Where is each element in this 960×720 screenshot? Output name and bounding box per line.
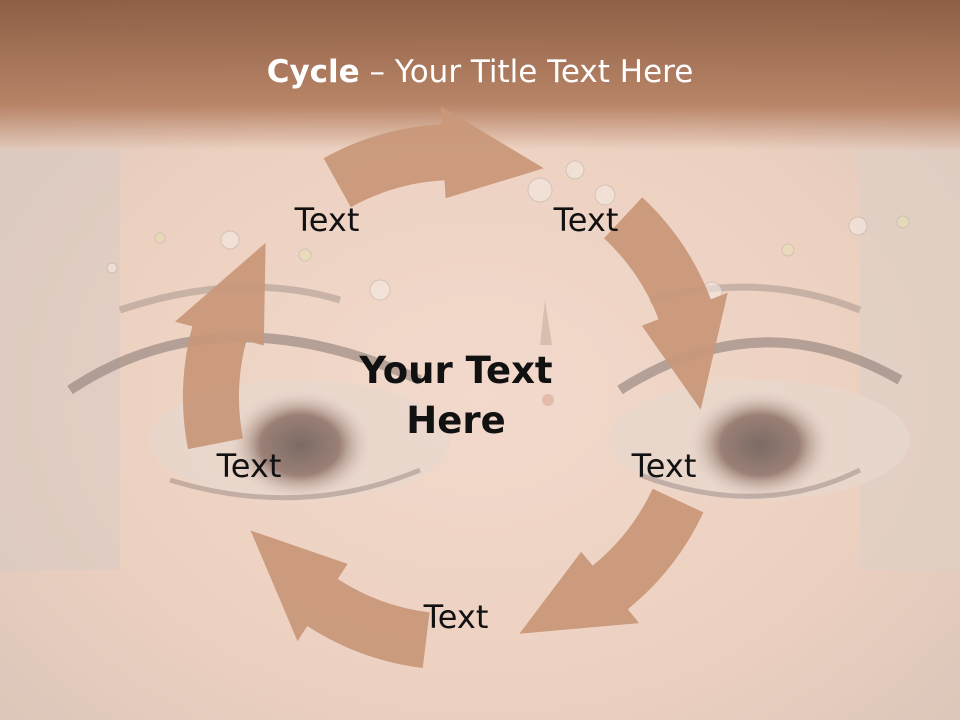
cycle-arrows <box>174 106 728 668</box>
cycle-arrow-3 <box>519 488 704 634</box>
cycle-arrow-1 <box>323 106 544 208</box>
cycle-arrow-5 <box>174 242 266 450</box>
cycle-arrow-4 <box>250 530 430 668</box>
slide-title: Cycle – Your Title Text Here <box>0 54 960 90</box>
title-bar <box>0 0 960 150</box>
cycle-node-label-left: Text <box>216 447 282 485</box>
center-label-line2: Here <box>406 399 506 442</box>
cycle-node-label-top-right: Text <box>553 201 619 239</box>
center-label-line1: Your Text <box>359 349 553 393</box>
cycle-arrow-2 <box>604 197 728 410</box>
cycle-node-label-right: Text <box>631 447 697 485</box>
slide-title-rest: – Your Title Text Here <box>359 54 694 90</box>
cycle-node-label-top-left: Text <box>294 201 360 239</box>
slide-title-bold: Cycle <box>266 54 360 90</box>
center-label: Your Text Here <box>326 346 586 446</box>
cycle-node-label-bottom: Text <box>423 598 489 636</box>
